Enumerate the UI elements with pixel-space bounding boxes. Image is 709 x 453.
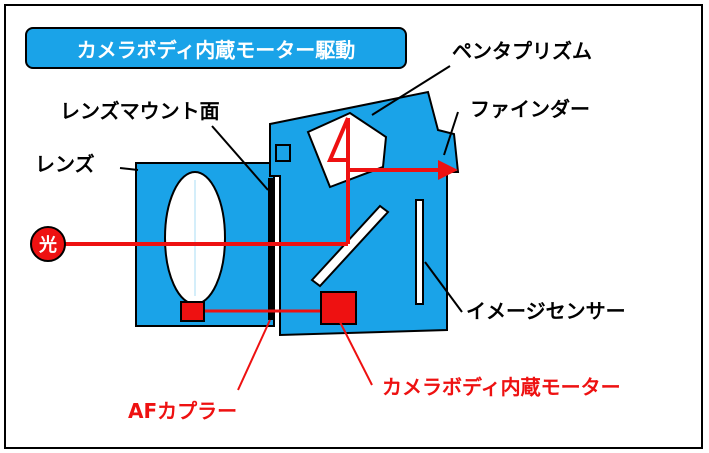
leader-lines bbox=[119, 65, 463, 313]
title-box bbox=[25, 27, 407, 69]
diagram-frame bbox=[4, 4, 703, 449]
mirror bbox=[310, 204, 390, 288]
diagram-title: カメラボディ内蔵モーター駆動 bbox=[77, 38, 356, 62]
lens-af-gear bbox=[180, 301, 205, 322]
light-path bbox=[60, 117, 440, 246]
image-sensor bbox=[415, 199, 424, 305]
body-motor-block bbox=[320, 291, 357, 325]
pentaprism-label: ペンタプリズム bbox=[452, 39, 592, 63]
body-motor-label: カメラボディ内蔵モーター bbox=[382, 375, 621, 399]
lens-mount-plane bbox=[268, 178, 274, 320]
lens-label: レンズ bbox=[35, 152, 95, 176]
red-leader-lines bbox=[237, 319, 373, 391]
light-source-badge bbox=[30, 226, 66, 262]
image-sensor-label: イメージセンサー bbox=[466, 299, 626, 323]
lens-mount-label: レンズマウント面 bbox=[60, 99, 220, 123]
light-label: 光 bbox=[38, 234, 57, 256]
finder-label: ファインダー bbox=[470, 97, 590, 121]
light-arrowhead bbox=[438, 160, 458, 180]
body-notch bbox=[275, 144, 291, 162]
af-coupler-label: AFカプラー bbox=[128, 399, 237, 423]
